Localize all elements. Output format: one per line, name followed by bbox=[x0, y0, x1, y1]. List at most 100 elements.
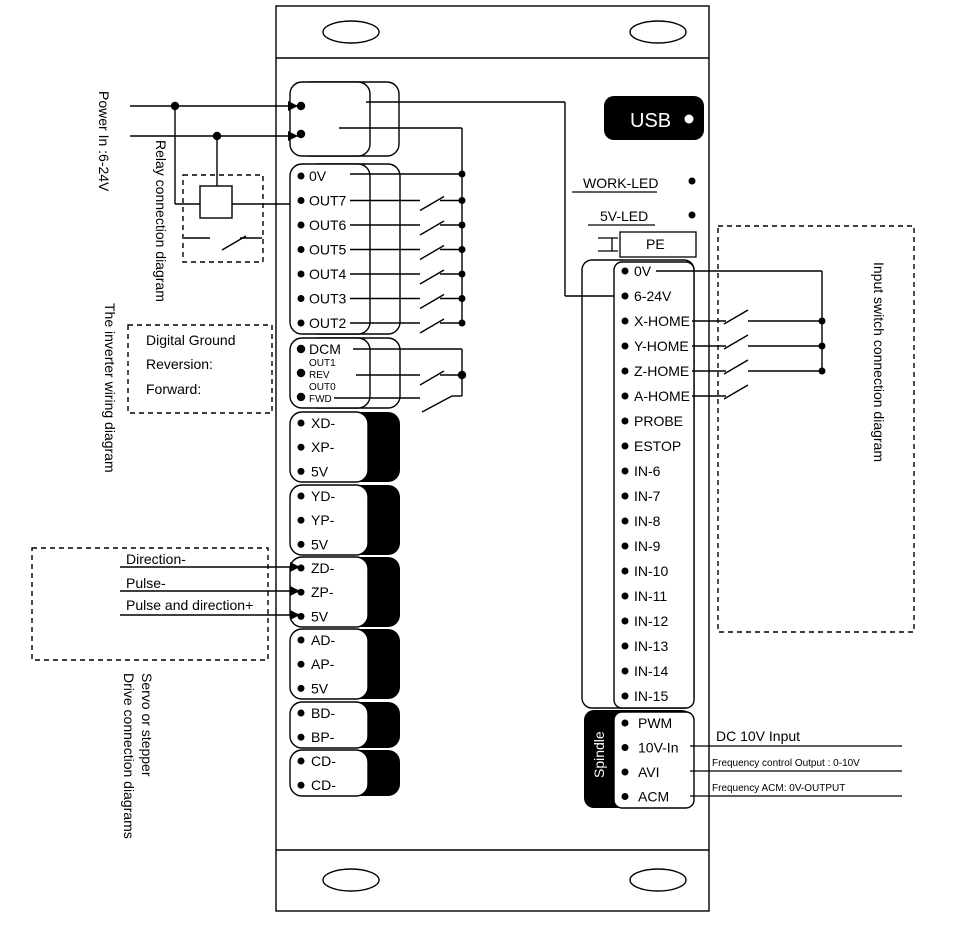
axis-dot-5v bbox=[297, 684, 305, 692]
fwd-label: FWD bbox=[309, 394, 332, 405]
pulse-label: Pulse- bbox=[126, 575, 166, 591]
mount-hole-top-left bbox=[322, 20, 380, 44]
direction-label: Direction- bbox=[126, 551, 186, 567]
output-connector bbox=[289, 163, 401, 335]
input-dot-in-11 bbox=[621, 592, 629, 600]
mount-hole-bottom-left bbox=[322, 868, 380, 892]
input-label-x-home: X-HOME bbox=[634, 313, 690, 329]
relay-junction-3 bbox=[458, 246, 466, 253]
spindle-connector bbox=[584, 710, 695, 809]
axis-dot-bp bbox=[297, 733, 305, 741]
input-label-in-15: IN-15 bbox=[634, 688, 668, 704]
axis-dot-5v bbox=[297, 467, 305, 475]
relay-junction-5 bbox=[458, 295, 466, 302]
axis-dot-zp bbox=[297, 588, 305, 596]
relay-junction-6 bbox=[458, 319, 466, 327]
input-label-in-9: IN-9 bbox=[634, 538, 661, 554]
axis-group-6: CD-CD- bbox=[289, 749, 400, 797]
axis-dot-5v bbox=[297, 612, 305, 620]
drive-arrow-3 bbox=[290, 610, 300, 620]
output-label-out2: OUT2 bbox=[309, 315, 347, 331]
relay-contact-1 bbox=[419, 195, 445, 212]
spindle-label-10v-in: 10V-In bbox=[638, 740, 678, 756]
relay-contact-4 bbox=[419, 269, 445, 285]
relay-contact-2 bbox=[419, 220, 445, 236]
output-label-out3: OUT3 bbox=[309, 291, 347, 307]
relay-junction-2 bbox=[458, 221, 466, 229]
usb-label: USB bbox=[630, 110, 671, 132]
input-label-in-6: IN-6 bbox=[634, 463, 661, 479]
relay-contact-6 bbox=[419, 318, 445, 334]
spindle-label-pwm: PWM bbox=[638, 715, 672, 731]
axis-dot-xd bbox=[297, 419, 305, 427]
inverter-diagram-label: The inverter wiring diagram bbox=[102, 303, 118, 473]
spindle-label: Spindle bbox=[591, 731, 607, 778]
axis-dot-bd bbox=[297, 709, 305, 717]
axis-dot-ap bbox=[297, 660, 305, 668]
fivev-led-label: 5V-LED bbox=[600, 208, 648, 224]
axis-connectors: XD-XP-5VYD-YP-5VZD-ZP-5VAD-AP-5VBD-BP-CD… bbox=[289, 411, 400, 797]
input-switch-contact-3 bbox=[723, 334, 749, 350]
input-switch-junction-3 bbox=[818, 342, 826, 350]
axis-group-5: BD-BP- bbox=[289, 701, 400, 749]
output-relay-switches bbox=[350, 170, 466, 334]
output-dot-0v bbox=[297, 172, 305, 180]
input-connector bbox=[581, 259, 695, 709]
input-label-6-24v: 6-24V bbox=[634, 288, 672, 304]
output-label-out5: OUT5 bbox=[309, 242, 347, 258]
input-label-in-13: IN-13 bbox=[634, 638, 668, 654]
pe-terminal bbox=[598, 231, 697, 258]
axis-label-cd: CD- bbox=[311, 777, 336, 793]
axis-label-ad: AD- bbox=[311, 632, 335, 648]
axis-label-ap: AP- bbox=[311, 656, 335, 672]
output-label-0v: 0V bbox=[309, 168, 327, 184]
spindle-label-avi: AVI bbox=[638, 764, 660, 780]
output-label-out4: OUT4 bbox=[309, 266, 347, 282]
freq-acm-label: Frequency ACM: 0V-OUTPUT bbox=[712, 783, 845, 794]
power-in-label: Power In :6-24V bbox=[96, 91, 112, 192]
axis-label-zp: ZP- bbox=[311, 584, 334, 600]
input-dot-in-10 bbox=[621, 567, 629, 575]
relay-junction-0v bbox=[458, 170, 466, 178]
input-dot-x-home bbox=[621, 317, 629, 325]
relay-contact-5 bbox=[419, 293, 445, 310]
output-dot-out2 bbox=[297, 319, 305, 327]
input-label-0v: 0V bbox=[634, 263, 652, 279]
spindle-output-lines bbox=[690, 745, 902, 797]
input-label-in-12: IN-12 bbox=[634, 613, 668, 629]
input-dot-0v bbox=[621, 267, 629, 275]
power-input-wires bbox=[130, 101, 298, 205]
axis-label-zd: ZD- bbox=[311, 560, 335, 576]
input-dot-in-9 bbox=[621, 542, 629, 550]
drive-arrow-2 bbox=[290, 586, 300, 596]
servo-label-line1: Servo or stepper bbox=[139, 673, 155, 777]
reversion-label: Reversion: bbox=[146, 356, 213, 372]
input-switch-label: Input switch connection diagram bbox=[871, 262, 887, 462]
axis-label-5v: 5V bbox=[311, 536, 329, 552]
axis-dot-cd bbox=[297, 781, 305, 789]
inverter-box bbox=[127, 324, 273, 414]
axis-dot-yd bbox=[297, 492, 305, 500]
input-dot-in-12 bbox=[621, 617, 629, 625]
output-dot-out6 bbox=[297, 221, 305, 229]
input-dot-in-6 bbox=[621, 467, 629, 475]
usb-port bbox=[604, 96, 704, 140]
work-led-indicator bbox=[688, 177, 696, 185]
spindle-label-acm: ACM bbox=[638, 789, 669, 805]
input-label-in-8: IN-8 bbox=[634, 513, 661, 529]
axis-dot-zd bbox=[297, 564, 305, 572]
relay-box bbox=[182, 174, 298, 263]
axis-group-4: AD-AP-5V bbox=[289, 628, 400, 700]
input-dot-in-8 bbox=[621, 517, 629, 525]
input-label-in-7: IN-7 bbox=[634, 488, 661, 504]
pulse-direction-label: Pulse and direction+ bbox=[126, 597, 253, 613]
input-dot-in-13 bbox=[621, 642, 629, 650]
input-dot-in-7 bbox=[621, 492, 629, 500]
power-arrow-1 bbox=[288, 101, 298, 111]
input-dot-in-14 bbox=[621, 667, 629, 675]
output-dot-out5 bbox=[297, 246, 305, 253]
input-switches bbox=[692, 309, 826, 400]
